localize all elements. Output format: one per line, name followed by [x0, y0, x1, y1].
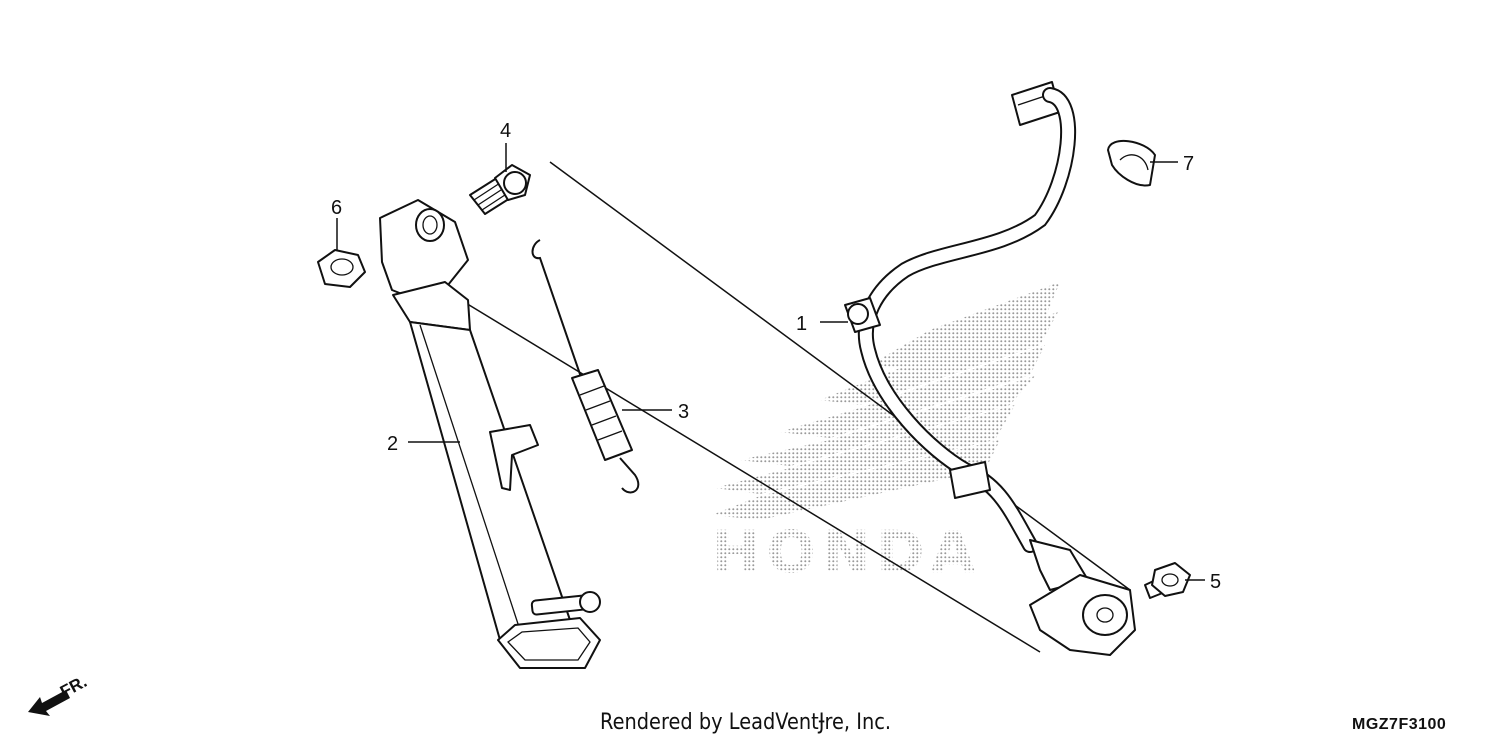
- render-credit: Rendered by LeadVentɈre, Inc.: [600, 710, 892, 735]
- callout-4[interactable]: 4: [500, 120, 511, 142]
- diagram-code: MGZ7F3100: [1352, 716, 1447, 733]
- honda-wordmark-watermark: HONDA: [712, 518, 981, 586]
- callout-3[interactable]: 3: [678, 401, 689, 423]
- callout-leaders: [336, 143, 1205, 581]
- harness-clamp[interactable]: [1107, 139, 1156, 187]
- callout-1[interactable]: 1: [796, 313, 807, 335]
- callout-2[interactable]: 2: [387, 433, 398, 455]
- callout-7[interactable]: 7: [1183, 153, 1194, 175]
- side-stand[interactable]: [379, 199, 601, 669]
- stand-spring[interactable]: [531, 239, 640, 494]
- lock-nut[interactable]: [317, 249, 366, 288]
- side-stand-switch[interactable]: [1029, 574, 1136, 656]
- callout-6[interactable]: 6: [331, 197, 342, 219]
- assembly-leader-line: [549, 161, 1131, 591]
- pivot-bolt[interactable]: [469, 164, 531, 215]
- switch-bolt[interactable]: [1144, 562, 1191, 599]
- honda-wing-watermark: [712, 282, 1060, 520]
- assembly-leader-line-lower: [394, 259, 1041, 653]
- front-direction-arrow-icon: [28, 690, 70, 716]
- callout-5[interactable]: 5: [1210, 571, 1221, 593]
